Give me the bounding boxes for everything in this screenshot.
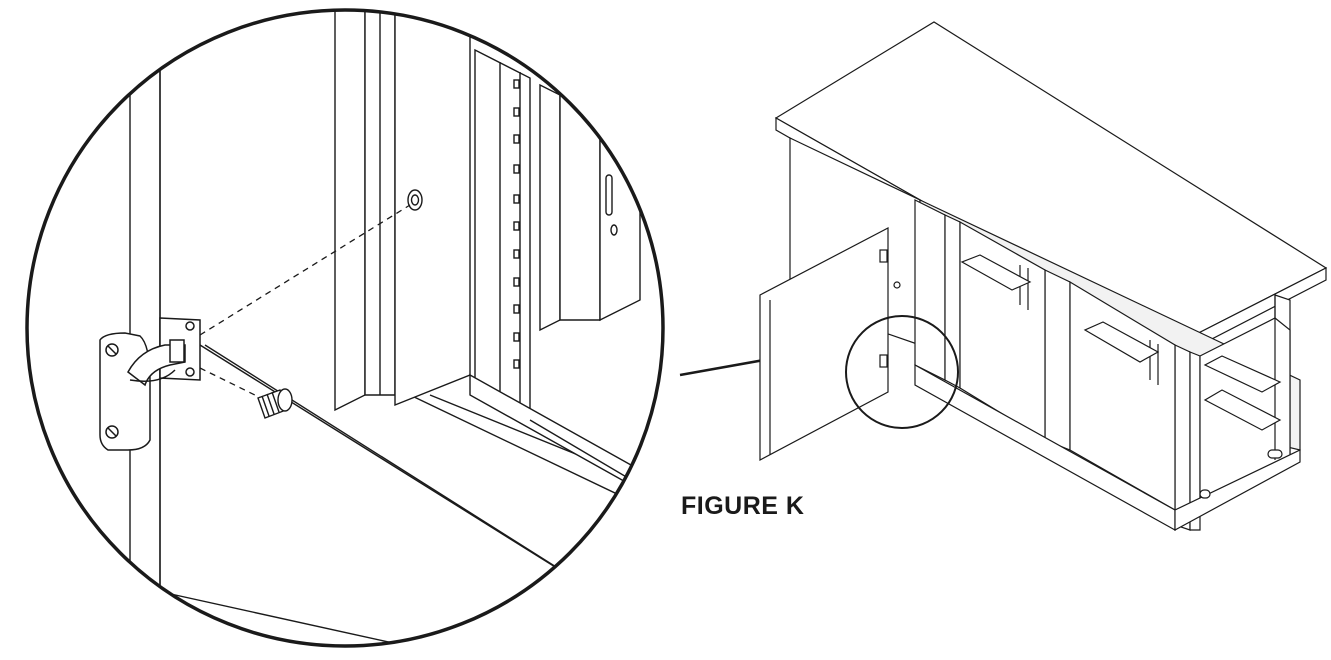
- front-post: [1044, 269, 1071, 451]
- cabinet: [759, 21, 1328, 532]
- front-post: [914, 199, 946, 381]
- frame-post: [334, 10, 366, 412]
- hinge: [99, 317, 201, 451]
- screw: [257, 388, 293, 419]
- callout-circle: [845, 315, 959, 429]
- alignment-line: [199, 367, 266, 401]
- cable-tray: [1203, 355, 1282, 393]
- cable-tray: [1083, 321, 1160, 363]
- frame-post: [394, 10, 471, 407]
- front-post: [1189, 351, 1201, 531]
- figure-caption: FIGURE K: [681, 492, 805, 520]
- front-post: [1174, 344, 1191, 531]
- mounting-bracket: [539, 83, 561, 332]
- floor-line: [129, 584, 471, 646]
- rail-slots: [513, 79, 520, 369]
- rack-rail: [474, 48, 531, 422]
- open-door: [759, 227, 889, 461]
- detail-circle: [25, 8, 665, 648]
- detail-view: [25, 8, 665, 648]
- door-panel-edge: [129, 54, 161, 586]
- cable-tray: [960, 254, 1032, 291]
- alignment-line: [199, 204, 411, 336]
- cable-tray: [1203, 389, 1282, 431]
- floor-line: [409, 394, 641, 506]
